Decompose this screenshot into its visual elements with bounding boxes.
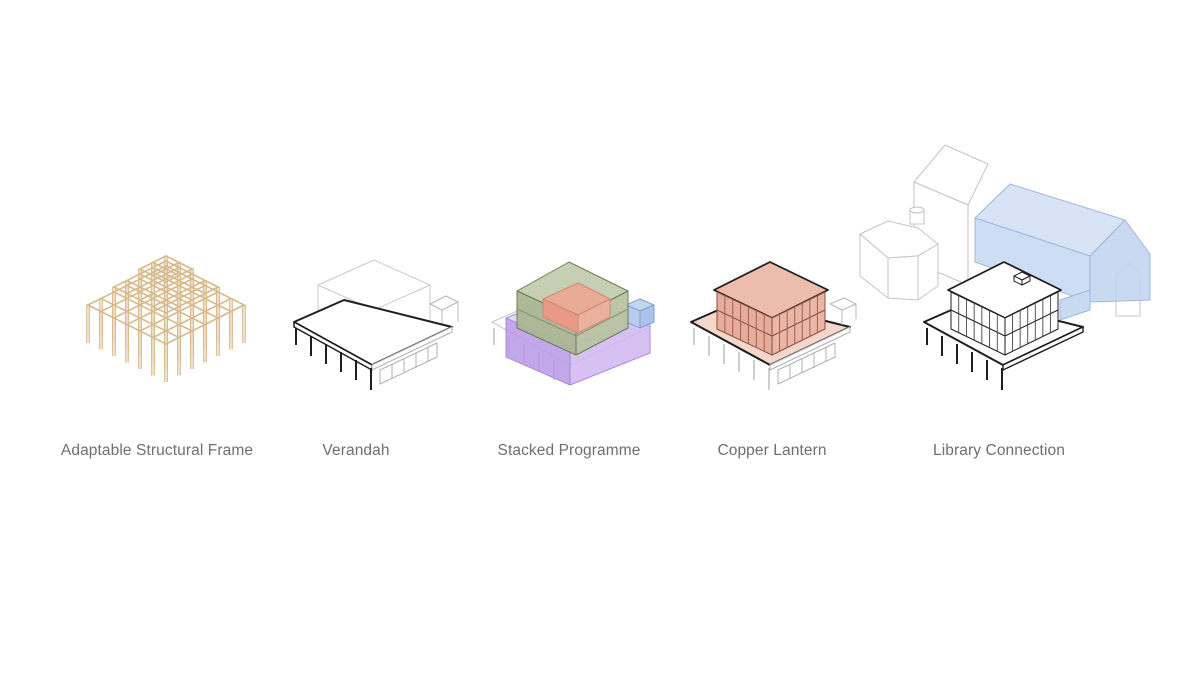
verandah-icon bbox=[293, 259, 459, 390]
lantern-columns bbox=[693, 328, 770, 390]
blue-programme-block bbox=[625, 298, 655, 329]
library-columns bbox=[926, 328, 1003, 390]
library-connection-icon bbox=[859, 144, 1151, 390]
library-blue-wing bbox=[974, 183, 1151, 321]
caption-copper-lantern: Copper Lantern bbox=[717, 442, 827, 459]
annex-block bbox=[429, 295, 459, 330]
copper-volume bbox=[713, 261, 829, 356]
library-new-building bbox=[947, 261, 1062, 356]
lantern-ground-glazing bbox=[777, 342, 836, 385]
verandah-deck bbox=[293, 299, 453, 371]
caption-stacked-programme: Stacked Programme bbox=[497, 442, 641, 459]
ground-floor-glazing bbox=[379, 342, 438, 385]
caption-structural-frame: Adaptable Structural Frame bbox=[60, 442, 254, 459]
salmon-programme-block bbox=[542, 282, 611, 334]
copper-lantern-icon bbox=[690, 261, 857, 390]
caption-library-connection: Library Connection bbox=[933, 442, 1065, 459]
library-mullions bbox=[958, 295, 1051, 352]
stacked-programme-icon bbox=[491, 261, 655, 386]
caption-verandah: Verandah bbox=[322, 442, 390, 459]
timber-frame-icon bbox=[86, 255, 246, 383]
verandah-columns bbox=[295, 328, 372, 390]
lantern-mullions bbox=[724, 295, 818, 352]
